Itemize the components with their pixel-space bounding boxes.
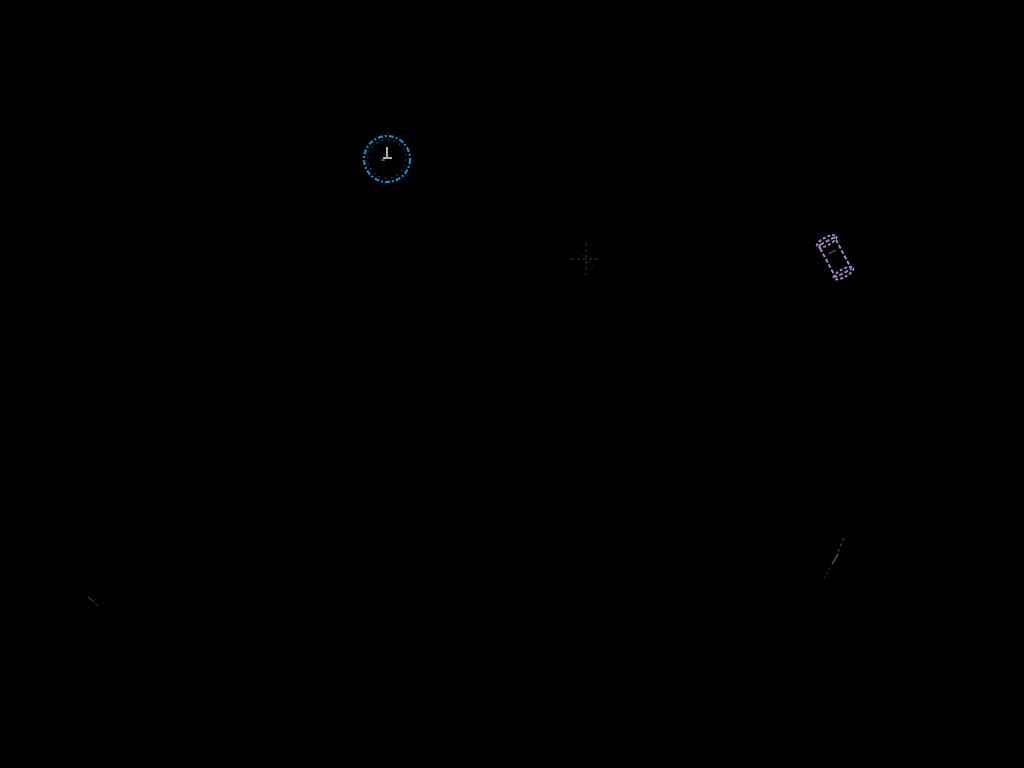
- faint-sparkle-icon: [571, 243, 601, 275]
- scroll-key-icon[interactable]: [815, 233, 855, 282]
- dim-speck-icon: [87, 596, 99, 607]
- debris-shard-icon: [823, 537, 845, 579]
- player-orb-icon[interactable]: [362, 134, 412, 184]
